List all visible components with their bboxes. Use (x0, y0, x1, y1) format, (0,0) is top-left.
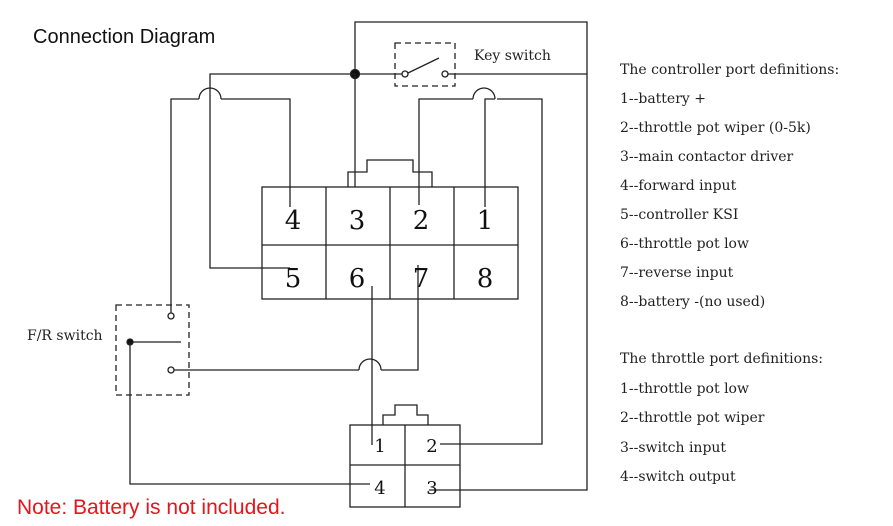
controller-definition-item: 5--controller KSI (620, 207, 739, 223)
fr-switch-label: F/R switch (27, 328, 103, 344)
key-switch-box (394, 42, 456, 87)
controller-pin-label: 6 (349, 264, 366, 294)
throttle-pin-label: 3 (426, 478, 437, 499)
controller-pin-label: 2 (413, 206, 430, 236)
controller-pin-label: 3 (349, 206, 366, 236)
throttle-definition-item: 4--switch output (620, 469, 736, 485)
controller-definitions: The controller port definitions: 1--batt… (620, 62, 839, 323)
throttle-pin-labels: 1 2 4 3 (374, 436, 437, 499)
controller-pin-label: 7 (413, 264, 430, 294)
throttle-definitions-heading: The throttle port definitions: (620, 351, 824, 367)
throttle-definitions: The throttle port definitions: 1--thrott… (620, 351, 823, 499)
controller-definition-item: 3--main contactor driver (620, 149, 794, 165)
controller-definition-item: 6--throttle pot low (620, 236, 749, 252)
wire-junction-top (354, 21, 588, 74)
throttle-definition-item: 3--switch input (620, 439, 727, 456)
wire-pin5 (209, 73, 355, 269)
wire-key-to-throttle-3 (429, 73, 588, 491)
controller-pin-label: 4 (285, 206, 302, 236)
controller-definition-item: 7--reverse input (620, 265, 734, 281)
controller-pin-label: 8 (477, 264, 494, 294)
controller-definition-item: 4--forward input (620, 178, 737, 194)
controller-definition-item: 8--battery -(no used) (620, 294, 766, 310)
wire-pin1 (484, 98, 495, 207)
controller-pin-label: 5 (285, 264, 302, 294)
wire-fr-common (129, 342, 370, 485)
throttle-pin-label: 4 (374, 478, 385, 499)
wire-pin4 (221, 98, 291, 207)
throttle-definition-item: 2--throttle pot wiper (620, 410, 765, 426)
controller-definitions-heading: The controller port definitions: (620, 62, 840, 78)
throttle-pin-label: 1 (374, 436, 385, 457)
throttle-pin-label: 2 (426, 436, 437, 457)
battery-note: Note: Battery is not included. (17, 496, 286, 519)
controller-definition-item: 2--throttle pot wiper (0-5k) (620, 120, 811, 136)
controller-latch (347, 159, 433, 187)
throttle-latch (382, 404, 429, 425)
throttle-definition-item: 1--throttle pot low (620, 380, 749, 397)
diagram-title: Connection Diagram (33, 26, 216, 48)
controller-pin-labels: 4 3 2 1 5 6 7 8 (285, 206, 494, 294)
wire-throttle-2 (440, 98, 543, 445)
fr-switch-box (115, 304, 190, 396)
controller-definition-item: 1--battery + (620, 91, 706, 107)
wire-pin7 (381, 265, 419, 371)
controller-pin-label: 1 (477, 206, 494, 236)
key-switch-label: Key switch (474, 48, 551, 64)
